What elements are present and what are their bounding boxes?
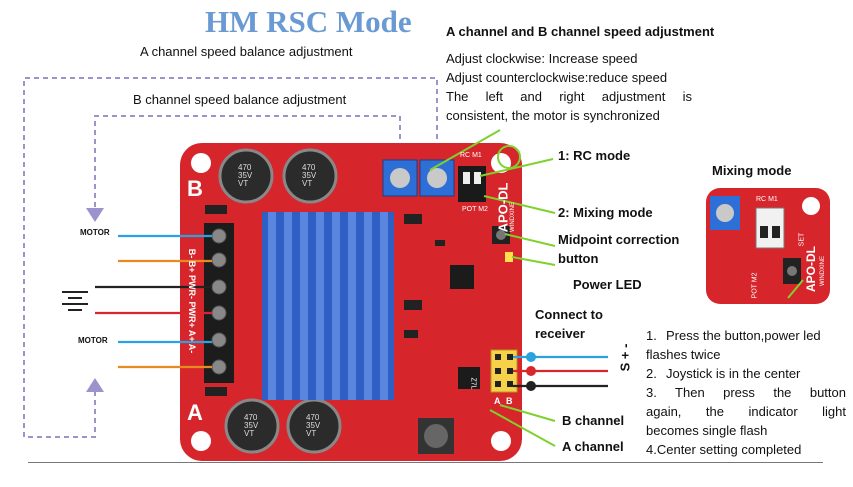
step-3: 3. Then press the button again, the indi… [646, 383, 846, 440]
a-channel-label: A channel [562, 439, 624, 454]
step-1-num: 1. [646, 328, 657, 343]
callout-lines [429, 129, 556, 447]
power-led-label: Power LED [573, 277, 642, 292]
capacitor-top-left [218, 148, 274, 204]
board-letter-b: B [187, 176, 203, 201]
step-1: 1. Press the button,power led flashes twi… [646, 326, 846, 364]
step-3-num: 3. [646, 385, 657, 400]
arrow-down-b [86, 208, 104, 222]
step-4: 4.Center setting completed [646, 440, 846, 459]
speed-line-3: The left and right adjustment is [446, 89, 692, 104]
board-model: APO-DL [495, 182, 511, 233]
mixing-mode-inset [706, 188, 830, 304]
switch-labels: RC M1 [460, 152, 482, 159]
arrow-up-a [86, 378, 104, 392]
cap-label-br-3: VT [306, 429, 317, 438]
main-board [180, 143, 522, 461]
cap-label-br-2: 35V [306, 421, 321, 430]
connect-line-2: receiver [535, 326, 585, 341]
cap-label-tr: 470 35V VT [302, 164, 316, 188]
speed-line-2: Adjust counterclockwise:reduce speed [446, 70, 668, 85]
inset-switch-labels: RC M1 [756, 196, 778, 203]
step-3-line-1: Then press the button [675, 385, 846, 400]
inset-model: APO-DL [804, 246, 818, 292]
page-title: HM RSC Mode [205, 4, 412, 39]
speed-heading: A channel and B channel speed adjustment [446, 24, 715, 39]
dip-switch [458, 166, 486, 202]
step-1-line-1: Press the button,power led [666, 328, 821, 343]
step-2: 2. Joystick is in the center [646, 364, 846, 383]
cap-label-bl-1: 470 [244, 413, 258, 422]
cap-label-tl: 470 35V VT [238, 164, 252, 188]
power-led [505, 252, 513, 262]
inset-set-label: SET [798, 232, 806, 247]
pin-label-b: B [506, 396, 513, 406]
connect-receiver-label: Connect to receiver [535, 305, 603, 343]
speed-notes: Adjust clockwise: Increase speed Adjust … [446, 49, 692, 125]
a-balance-label: A channel speed balance adjustment [140, 44, 353, 59]
inset-brand: WINDXINE [820, 256, 826, 286]
battery-symbol [62, 291, 88, 311]
heatsink [262, 212, 394, 400]
board-letter-a: A [187, 400, 203, 425]
b-balance-label: B channel speed balance adjustment [133, 92, 347, 107]
cap-label-br-1: 470 [306, 413, 320, 422]
motor-a-label: MOTOR [78, 336, 108, 345]
cap-label-tr-3: VT [302, 179, 313, 188]
cap-label-tl-3: VT [238, 179, 249, 188]
switch-label-m1: M1 [472, 152, 482, 159]
step-2-num: 2. [646, 366, 657, 381]
inset-label-m1: M1 [768, 196, 778, 203]
center-steps: 1. Press the button,power led flashes twi… [646, 326, 846, 459]
mixing-mode-label: 2: Mixing mode [558, 205, 653, 220]
cap-label-bl: 470 35V VT [244, 414, 258, 438]
pot-m2-label: POT M2 [462, 206, 488, 213]
cap-label-bl-3: VT [244, 429, 255, 438]
ic-label: Z7L [469, 377, 477, 390]
dashed-guide-a [23, 77, 438, 438]
step-4-line-1: Center setting completed [656, 442, 802, 457]
speed-line-1: Adjust clockwise: Increase speed [446, 51, 638, 66]
board-brand: WINDXINE [510, 202, 516, 232]
capacitor-top-right [282, 148, 338, 204]
midpoint-line-2: button [558, 251, 599, 266]
signal-pins-label: S + - [612, 336, 638, 386]
bottom-divider [28, 462, 823, 463]
rc-mode-label: 1: RC mode [558, 148, 631, 163]
signal-pins-text: S + - [617, 343, 633, 372]
step-3-line-2: again, the indicator light [646, 404, 846, 419]
switch-label-rc: RC [460, 152, 471, 159]
mixing-mode-heading: Mixing mode [712, 163, 792, 178]
midpoint-line-1: Midpoint correction [558, 232, 680, 247]
step-4-num: 4. [646, 442, 657, 457]
step-1-line-2: flashes twice [646, 347, 721, 362]
pin-label-a: A [494, 396, 501, 406]
cap-label-bl-2: 35V [244, 421, 259, 430]
step-3-line-3: becomes single flash [646, 423, 768, 438]
dashed-guide-b [94, 115, 401, 212]
cap-label-tr-2: 35V [302, 171, 317, 180]
terminal-silkscreen: B- B+ PWR- PWR+ A+ A- [187, 248, 197, 354]
midpoint-button-label: Midpoint correction button [558, 230, 679, 268]
cap-label-tl-2: 35V [238, 171, 253, 180]
step-2-line-1: Joystick is in the center [666, 366, 801, 381]
cap-label-tl-1: 470 [238, 163, 252, 172]
cap-label-br: 470 35V VT [306, 414, 320, 438]
connect-line-1: Connect to [535, 307, 603, 322]
cap-label-tr-1: 470 [302, 163, 316, 172]
speed-line-4: consistent, the motor is synchronized [446, 108, 660, 123]
inset-pot-label: POT M2 [751, 272, 759, 299]
capacitor-bottom-left [224, 398, 280, 454]
b-channel-label: B channel [562, 413, 625, 428]
inset-label-rc: RC [756, 196, 767, 203]
motor-b-label: MOTOR [80, 228, 110, 237]
